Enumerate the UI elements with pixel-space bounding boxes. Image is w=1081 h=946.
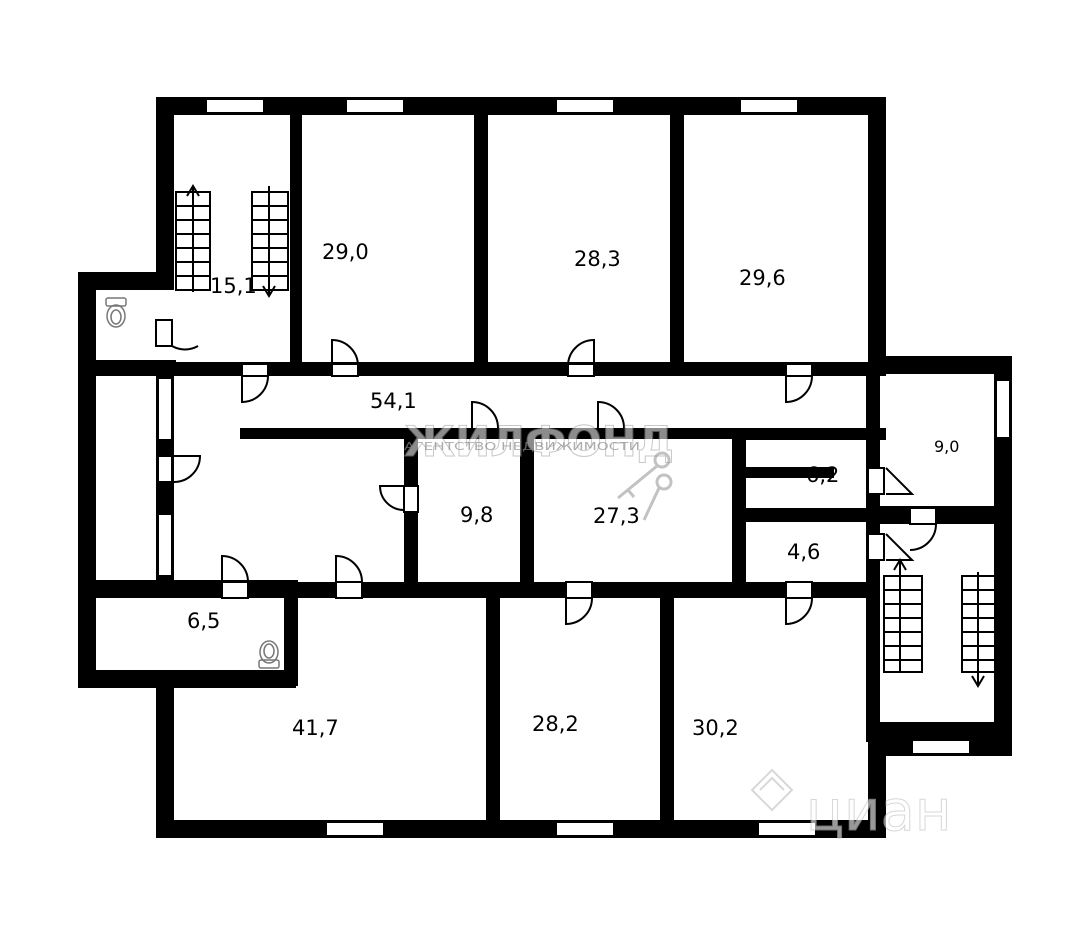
toilet-icon [105, 297, 127, 328]
room-area-label: 6,2 [806, 463, 839, 487]
toilet-icon [258, 640, 280, 669]
room-area-label: 9,0 [934, 437, 959, 456]
room-area-label: 27,3 [593, 504, 640, 528]
room-area-label: 6,5 [187, 609, 220, 633]
room-area-label: 9,8 [460, 503, 493, 527]
room-area-label: 28,2 [532, 712, 579, 736]
stairs-right [883, 558, 997, 688]
windows [157, 98, 1011, 837]
doors [155, 319, 938, 626]
room-area-label: 15,1 [210, 274, 257, 298]
watermark-site: циан [806, 779, 951, 844]
room-area-label: 54,1 [370, 389, 417, 413]
watermark-tagline: АГЕНТСТВО НЕДВИЖИМОСТИ [404, 440, 640, 453]
stairs-left [175, 184, 289, 298]
room-area-label: 4,6 [787, 540, 820, 564]
cian-logo-icon [750, 768, 794, 812]
watermark-zhilfond: ЖИЛФОНД АГЕНТСТВО НЕДВИЖИМОСТИ [404, 417, 675, 521]
keys-icon [617, 451, 673, 521]
room-area-label: 29,0 [322, 240, 369, 264]
room-area-label: 29,6 [739, 266, 786, 290]
room-area-label: 41,7 [292, 716, 339, 740]
watermark-brand: ЖИЛФОНД [404, 417, 674, 466]
room-labels: 15,1 29,0 28,3 29,6 54,1 9,0 6,2 9,8 27,… [187, 240, 959, 740]
room-area-label: 28,3 [574, 247, 621, 271]
room-area-label: 30,2 [692, 716, 739, 740]
watermark-cian: циан [750, 768, 952, 845]
